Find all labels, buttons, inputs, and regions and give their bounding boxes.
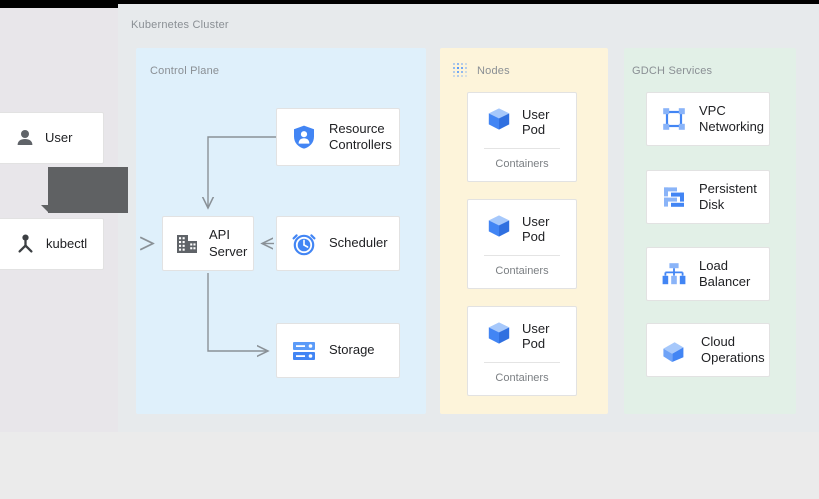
top-black-strip-right [225,0,819,4]
card-storage[interactable]: Storage [276,323,400,378]
cluster-title: Kubernetes Cluster [131,19,229,31]
card-api-server[interactable]: API Server [162,216,254,271]
user-pod-label: User Pod [522,320,550,351]
user-pod-label: User Pod [522,213,550,244]
card-api-server-label: API Server [209,227,248,259]
card-cloud-operations-label: Cloud Operations [701,333,765,365]
card-resource-controllers[interactable]: Resource Controllers [276,108,400,166]
card-user[interactable]: User [0,112,104,164]
user-pod-sublabel: Containers [495,372,549,384]
bottom-background-pane [0,432,819,499]
card-user-pod[interactable]: User Pod Containers [467,92,577,182]
cloud-cube-icon [661,337,689,363]
kubectl-icon [15,234,36,255]
divider [484,148,560,149]
card-user-label: User [45,129,73,145]
card-scheduler[interactable]: Scheduler [276,216,400,271]
card-user-pod[interactable]: User Pod Containers [467,199,577,289]
persistent-disk-icon [661,184,687,210]
user-pod-label: User Pod [522,106,550,137]
user-pod-sublabel: Containers [495,158,549,170]
shield-person-icon [291,124,317,150]
cube-icon [486,320,512,351]
card-persistent-disk-label: Persistent Disk [699,180,757,212]
card-vpc-networking-label: VPC Networking [699,102,765,134]
load-balancer-icon [661,261,687,287]
cube-icon [486,213,512,244]
card-load-balancer-label: Load Balancer [699,257,751,289]
tooltip-popover [41,167,128,213]
person-icon [15,128,35,148]
building-icon [175,232,199,256]
user-pod-sublabel: Containers [495,265,549,277]
card-scheduler-label: Scheduler [329,235,388,251]
card-storage-label: Storage [329,342,375,358]
dot-grid-icon [452,62,468,78]
group-title-nodes: Nodes [477,65,510,77]
card-kubectl[interactable]: kubectl [0,218,104,270]
user-pod-header: User Pod [468,307,576,362]
card-load-balancer[interactable]: Load Balancer [646,247,770,301]
cube-icon [486,106,512,137]
database-rack-icon [291,339,317,363]
divider [484,255,560,256]
card-user-pod[interactable]: User Pod Containers [467,306,577,396]
alarm-clock-icon [291,231,317,257]
card-kubectl-label: kubectl [46,235,88,251]
card-persistent-disk[interactable]: Persistent Disk [646,170,770,224]
divider [484,362,560,363]
group-title-gdch-services: GDCH Services [632,65,713,77]
card-vpc-networking[interactable]: VPC Networking [646,92,770,146]
group-title-control-plane: Control Plane [150,65,220,77]
user-pod-header: User Pod [468,200,576,255]
vpc-networking-icon [661,106,687,132]
card-cloud-operations[interactable]: Cloud Operations [646,323,770,377]
user-pod-header: User Pod [468,93,576,148]
top-black-strip [0,0,225,8]
card-resource-controllers-label: Resource Controllers [329,120,392,152]
